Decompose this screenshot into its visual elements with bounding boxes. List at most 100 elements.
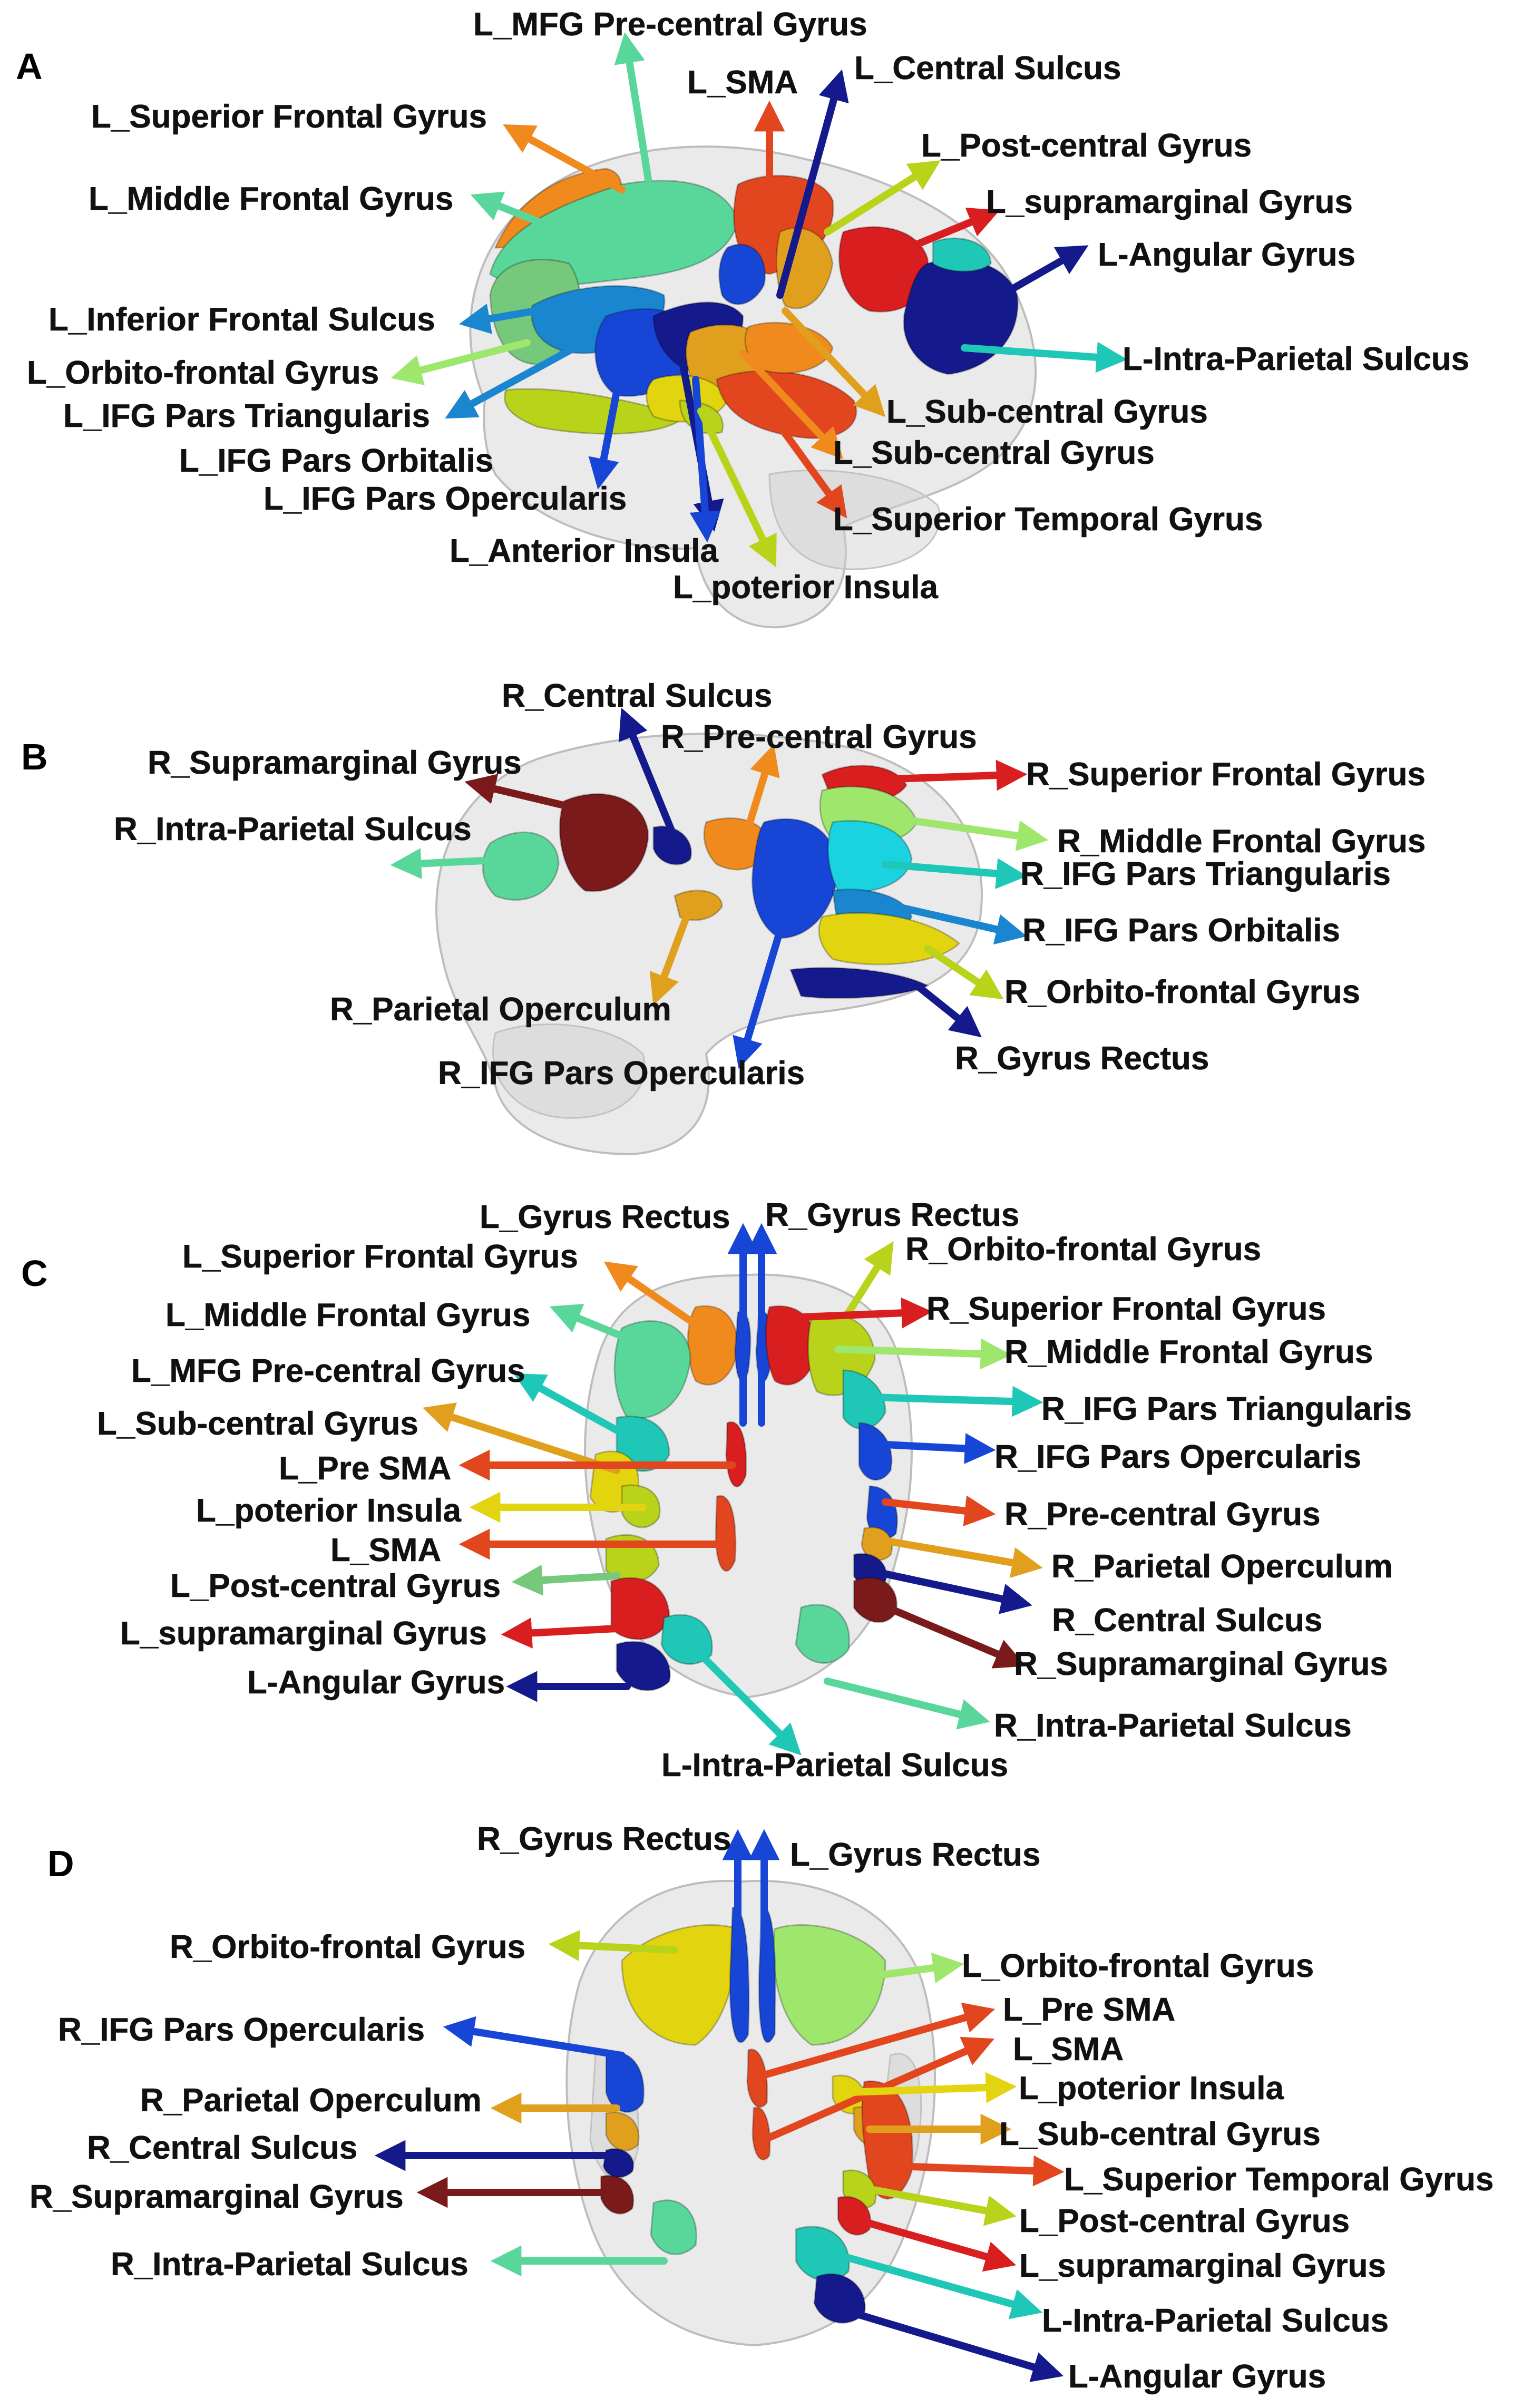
arrow-l-supramarginal <box>892 208 1000 257</box>
arrow-d-l-posterior-insula <box>845 2072 1017 2103</box>
region-c-l-pre-sma <box>725 1421 747 1488</box>
label-b-r-ifg-opercularis: R_IFG Pars Opercularis <box>438 1055 805 1091</box>
region-r-ifg-triangularis <box>827 820 913 893</box>
arrow-l-posterior-insula <box>697 407 777 568</box>
arrow-r-ifg-triangularis <box>882 858 1028 889</box>
arrow-l-middle-frontal <box>470 191 541 225</box>
arrow-c-r-middle-frontal <box>834 1338 1012 1370</box>
label-a-l-inferior-frontal-sulcus: L_Inferior Frontal Sulcus <box>48 301 435 338</box>
label-a-l-intra-parietal: L-Intra-Parietal Sulcus <box>1123 341 1469 377</box>
arrow-l-anterior-insula <box>689 376 721 543</box>
label-c-r-parietal-operculum: R_Parietal Operculum <box>1051 1548 1393 1585</box>
arrow-d-l-superior-temporal <box>892 2155 1065 2187</box>
label-a-l-post-central: L_Post-central Gyrus <box>921 128 1252 164</box>
label-a-l-mfg-precentral: L_MFG Pre-central Gyrus <box>473 6 867 43</box>
panel-a-arrows <box>391 32 1128 568</box>
label-d-r-gyrus-rectus: R_Gyrus Rectus <box>477 1821 731 1857</box>
arrow-d-r-ifg-opercularis <box>443 2016 626 2059</box>
region-d-l-sma <box>752 2107 771 2161</box>
label-a-l-ifg-triangularis: L_IFG Pars Triangularis <box>63 398 430 434</box>
label-a-l-ifg-orbitalis: L_IFG Pars Orbitalis <box>179 443 493 479</box>
arrow-d-l-angular <box>834 2305 1064 2382</box>
label-a-l-posterior-insula: L_poterior Insula <box>673 569 938 606</box>
panel-d: D <box>30 1821 1494 2395</box>
panel-b-regions <box>482 765 961 999</box>
arrow-l-angular <box>998 245 1089 299</box>
panel-c-labels: L_Gyrus Rectus R_Gyrus Rectus R_Orbito-f… <box>97 1197 1412 1784</box>
arrow-c-r-superior-frontal <box>787 1297 933 1329</box>
arrow-c-r-ifg-opercularis <box>871 1433 996 1464</box>
region-r-intra-parietal <box>482 831 560 901</box>
label-d-l-posterior-insula: L_poterior Insula <box>1019 2070 1284 2107</box>
region-c-r-intra-parietal <box>795 1604 850 1664</box>
arrow-c-r-orbito-frontal <box>818 1241 894 1358</box>
region-angular <box>903 259 1019 375</box>
label-a-l-sub-central-1: L_Sub-central Gyrus <box>886 394 1208 430</box>
arrow-l-sub-central-2 <box>739 349 844 460</box>
arrow-c-l-sub-central <box>423 1402 620 1474</box>
region-r-supramarginal <box>559 793 649 892</box>
panel-d-regions <box>600 1906 913 2324</box>
arrow-c-l-intra-parietal <box>687 1641 802 1756</box>
label-c-l-intra-parietal: L-Intra-Parietal Sulcus <box>661 1747 1008 1783</box>
arrow-d-l-orbito-frontal <box>829 1952 964 1985</box>
arrow-c-l-superior-frontal <box>603 1261 705 1332</box>
arrow-c-l-middle-frontal <box>549 1304 657 1353</box>
label-c-r-superior-frontal: R_Superior Frontal Gyrus <box>926 1291 1326 1327</box>
label-a-l-superior-frontal: L_Superior Frontal Gyrus <box>91 99 487 135</box>
label-c-l-gyrus-rectus: L_Gyrus Rectus <box>480 1199 730 1235</box>
panel-d-labels: R_Gyrus Rectus L_Gyrus Rectus R_Orbito-f… <box>30 1821 1494 2395</box>
arrow-l-post-central <box>824 160 941 236</box>
label-c-r-middle-frontal: R_Middle Frontal Gyrus <box>1004 1334 1373 1370</box>
panel-a-regions <box>489 168 1019 439</box>
label-c-l-pre-sma: L_Pre SMA <box>279 1450 451 1487</box>
label-b-r-intra-parietal: R_Intra-Parietal Sulcus <box>114 811 472 847</box>
arrow-r-supramarginal <box>464 774 594 815</box>
panel-b-letter: B <box>21 736 48 777</box>
panel-a-letter: A <box>16 46 43 87</box>
panel-a-cerebellum <box>768 470 941 570</box>
label-d-l-supramarginal: L_supramarginal Gyrus <box>1019 2248 1386 2284</box>
label-b-r-orbito-frontal: R_Orbito-frontal Gyrus <box>1004 974 1360 1010</box>
panel-c-arrows <box>423 1223 1043 1756</box>
region-c-l-middle-frontal <box>613 1320 691 1419</box>
arrow-c-l-supramarginal <box>501 1617 620 1649</box>
region-orbito-frontal <box>504 388 687 435</box>
arrow-l-superior-frontal <box>503 124 626 193</box>
region-d-l-orbito-frontal <box>773 1924 886 2046</box>
label-a-l-central-sulcus: L_Central Sulcus <box>854 50 1121 86</box>
arrow-c-l-post-central <box>511 1564 620 1596</box>
panel-d-arrows <box>374 1829 1065 2382</box>
arrow-l-inferior-frontal-sulcus <box>459 297 599 334</box>
arrow-r-ifg-opercularis <box>733 892 794 1069</box>
panel-a: A <box>16 6 1470 629</box>
label-c-l-post-central: L_Post-central Gyrus <box>170 1568 501 1604</box>
arrow-r-gyrus-rectus <box>913 982 982 1038</box>
panel-b-labels: R_Central Sulcus R_Pre-central Gyrus R_S… <box>114 678 1426 1092</box>
label-d-l-gyrus-rectus: L_Gyrus Rectus <box>790 1837 1041 1873</box>
label-c-r-orbito-frontal: R_Orbito-frontal Gyrus <box>905 1231 1261 1268</box>
arrow-d-l-intra-parietal <box>818 2247 1043 2319</box>
arrow-c-l-mfg-precentral <box>513 1373 636 1442</box>
label-a-l-anterior-insula: L_Anterior Insula <box>450 533 718 569</box>
label-b-r-precentral: R_Pre-central Gyrus <box>661 719 977 755</box>
arrow-d-l-pre-sma <box>755 2002 996 2080</box>
region-c-l-sma <box>715 1495 737 1572</box>
arrow-r-orbito-frontal <box>924 945 1004 1000</box>
panel-b: B <box>21 678 1426 1156</box>
panel-d-letter: D <box>47 1843 74 1884</box>
panel-a-labels: L_MFG Pre-central Gyrus L_SMA L_Central … <box>27 6 1470 606</box>
label-a-l-sub-central-2: L_Sub-central Gyrus <box>833 435 1155 471</box>
arrow-c-r-precentral <box>882 1495 996 1526</box>
label-d-l-orbito-frontal: L_Orbito-frontal Gyrus <box>962 1948 1314 1984</box>
label-b-r-superior-frontal: R_Superior Frontal Gyrus <box>1026 756 1426 793</box>
arrow-l-orbito-frontal <box>391 339 531 386</box>
label-d-r-ifg-opercularis: R_IFG Pars Opercularis <box>58 2012 425 2048</box>
arrow-l-ifg-triangularis <box>445 344 578 419</box>
label-a-l-sma: L_SMA <box>687 64 798 101</box>
region-c-r-ifg-opercularis <box>858 1422 893 1481</box>
label-b-r-supramarginal: R_Supramarginal Gyrus <box>148 745 522 781</box>
label-c-l-superior-frontal: L_Superior Frontal Gyrus <box>182 1239 578 1275</box>
panel-c-letter: C <box>21 1253 48 1294</box>
